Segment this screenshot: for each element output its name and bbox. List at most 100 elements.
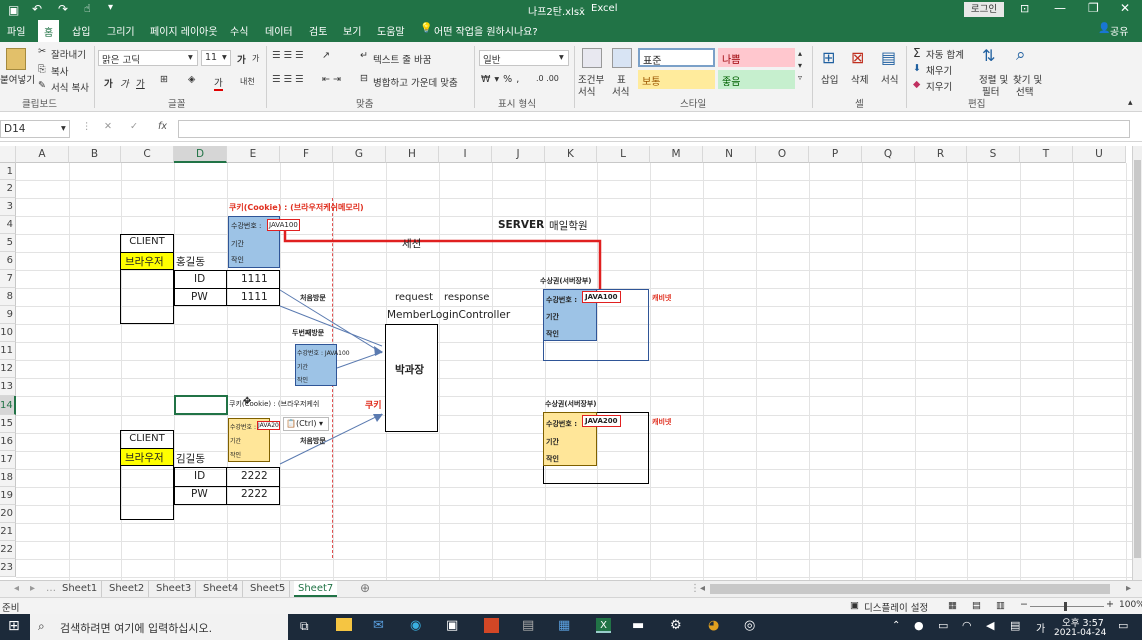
collapse-ribbon-icon[interactable]: ▴ [1128, 98, 1133, 108]
clock-date[interactable]: 2021-04-24 [1054, 628, 1107, 638]
sheet-tab-5[interactable]: Sheet5 [246, 581, 291, 597]
grow-font-button[interactable]: 가 [237, 55, 246, 66]
format-table-label-1[interactable]: 표 [617, 75, 626, 86]
volume-icon[interactable]: ◀ [986, 619, 995, 632]
decimal-icons[interactable]: .0 .00 [536, 74, 559, 83]
row-header[interactable]: 3 [0, 198, 16, 216]
worksheet-grid[interactable]: A B C D E F G H I J K L M N O P Q R S T … [0, 146, 1132, 580]
share-button[interactable]: 공유 [1110, 27, 1129, 38]
row-header[interactable]: 7 [0, 270, 16, 288]
name-box[interactable]: D14▾ [0, 120, 70, 138]
tab-file[interactable]: 파일 [7, 27, 26, 38]
tray-expand-icon[interactable]: ⌃ [892, 620, 901, 631]
sheet-tab-4[interactable]: Sheet4 [199, 581, 244, 597]
row-header[interactable]: 14 [0, 396, 16, 415]
column-header[interactable]: G [333, 146, 386, 163]
font-size-select[interactable]: 11▾ [201, 50, 231, 66]
sort-filter-label-1[interactable]: 정렬 및 [979, 75, 1009, 86]
share-icon[interactable]: 👤 [1098, 23, 1111, 34]
ime-indicator[interactable]: 가 [1036, 624, 1046, 635]
formula-input[interactable] [178, 120, 1130, 138]
phonetic-button[interactable]: 내천 [240, 77, 255, 86]
notification-icon[interactable]: ▭ [1118, 619, 1129, 632]
column-header[interactable]: L [597, 146, 650, 163]
column-header[interactable]: N [703, 146, 756, 163]
tab-home[interactable]: 홈 [38, 20, 60, 42]
normal-view-icon[interactable]: ▦ [948, 600, 957, 611]
network-icon[interactable]: ◠ [962, 619, 972, 632]
ribbon-display-icon[interactable]: ⊡ [1020, 2, 1030, 15]
format-painter-icon[interactable]: ✎ [38, 80, 46, 91]
cancel-icon[interactable]: ✕ [104, 121, 112, 132]
column-header[interactable]: B [69, 146, 121, 163]
minimize-icon[interactable]: — [1054, 1, 1066, 15]
column-header[interactable]: J [492, 146, 545, 163]
number-format-icons[interactable]: ₩▾%, [481, 74, 524, 85]
font-color-button[interactable]: 가 [214, 75, 223, 91]
undo-icon[interactable]: ↶ [32, 2, 43, 16]
number-format-select[interactable]: 일반▾ [479, 50, 569, 66]
column-header[interactable]: O [756, 146, 809, 163]
find-select-label-1[interactable]: 찾기 및 [1013, 75, 1043, 86]
column-header[interactable]: R [915, 146, 967, 163]
find-select-label-2[interactable]: 선택 [1016, 87, 1034, 98]
clear-icon[interactable]: ◆ [913, 79, 921, 90]
format-table-icon[interactable] [612, 48, 632, 68]
sheet-tab-7[interactable]: Sheet7 [294, 581, 338, 597]
app-icon[interactable]: ▤ [522, 618, 535, 633]
file-explorer-icon[interactable] [336, 618, 352, 631]
column-header[interactable]: A [16, 146, 69, 163]
column-header[interactable]: D [174, 146, 227, 163]
enter-icon[interactable]: ✓ [130, 121, 138, 132]
touch-mode-icon[interactable]: ☝ [84, 2, 91, 15]
row-header[interactable]: 22 [0, 541, 16, 559]
row-header[interactable]: 18 [0, 469, 16, 487]
wrap-text-icon[interactable]: ↵ [360, 50, 368, 61]
redo-icon[interactable]: ↷ [58, 2, 69, 16]
merge-center-button[interactable]: 병합하고 가운데 맞춤 [373, 78, 458, 89]
add-sheet-icon[interactable]: ⊕ [360, 581, 371, 595]
horizontal-align-icons[interactable]: ☰☰☰ [272, 74, 307, 85]
row-header[interactable]: 19 [0, 487, 16, 505]
row-header[interactable]: 23 [0, 559, 16, 577]
sort-filter-label-2[interactable]: 필터 [982, 87, 1000, 98]
column-header[interactable]: S [967, 146, 1020, 163]
microphone-icon[interactable]: ● [914, 619, 924, 632]
row-header[interactable]: 11 [0, 342, 16, 360]
sheet-scroll-left-icon[interactable]: ◂ [14, 583, 20, 594]
paste-options-button[interactable]: 📋(Ctrl) ▾ [283, 417, 329, 431]
italic-button[interactable]: 가 [120, 79, 129, 90]
column-header[interactable]: E [227, 146, 280, 163]
insert-function-button[interactable]: fx [158, 121, 167, 132]
copy-icon[interactable]: ⎘ [38, 64, 46, 75]
find-select-icon[interactable]: ⌕ [1016, 45, 1026, 65]
scroll-right-icon[interactable]: ▸ [1126, 583, 1132, 594]
tab-insert[interactable]: 삽입 [72, 27, 91, 38]
mail-icon[interactable]: ✉ [373, 618, 384, 633]
tab-data[interactable]: 데이터 [265, 27, 293, 38]
indent-icons[interactable]: ⇤⇥ [322, 74, 344, 85]
login-button[interactable]: 로그인 [964, 2, 1004, 17]
row-header[interactable]: 16 [0, 433, 16, 451]
row-header[interactable]: 15 [0, 415, 16, 433]
row-header[interactable]: 4 [0, 216, 16, 234]
fill-icon[interactable]: ⬇ [913, 63, 921, 74]
paste-button[interactable]: 붙여넣기 [0, 75, 35, 86]
zoom-in-icon[interactable]: + [1106, 599, 1114, 610]
excel-icon[interactable]: X [596, 618, 611, 633]
row-header[interactable]: 13 [0, 378, 16, 396]
save-icon[interactable]: ▣ [8, 3, 20, 17]
sheet-tab-2[interactable]: Sheet2 [105, 581, 150, 597]
task-view-icon[interactable]: ⧉ [300, 619, 309, 633]
font-name-select[interactable]: 맑은 고딕▾ [98, 50, 198, 66]
clock-time[interactable]: 오후 3:57 [1062, 618, 1104, 629]
row-header[interactable]: 10 [0, 324, 16, 342]
customize-qat-icon[interactable]: ▾ [108, 2, 114, 13]
taskbar-search-box[interactable]: ⌕ 검색하려면 여기에 입력하십시오. [30, 614, 288, 640]
app-icon[interactable]: ▦ [558, 618, 571, 633]
row-header[interactable]: 12 [0, 360, 16, 378]
sheet-tab-3[interactable]: Sheet3 [152, 581, 197, 597]
select-all-button[interactable] [0, 146, 16, 163]
app-icon[interactable]: ◎ [744, 618, 756, 633]
styles-scroll-icon[interactable]: ▴▾▿ [798, 49, 803, 82]
